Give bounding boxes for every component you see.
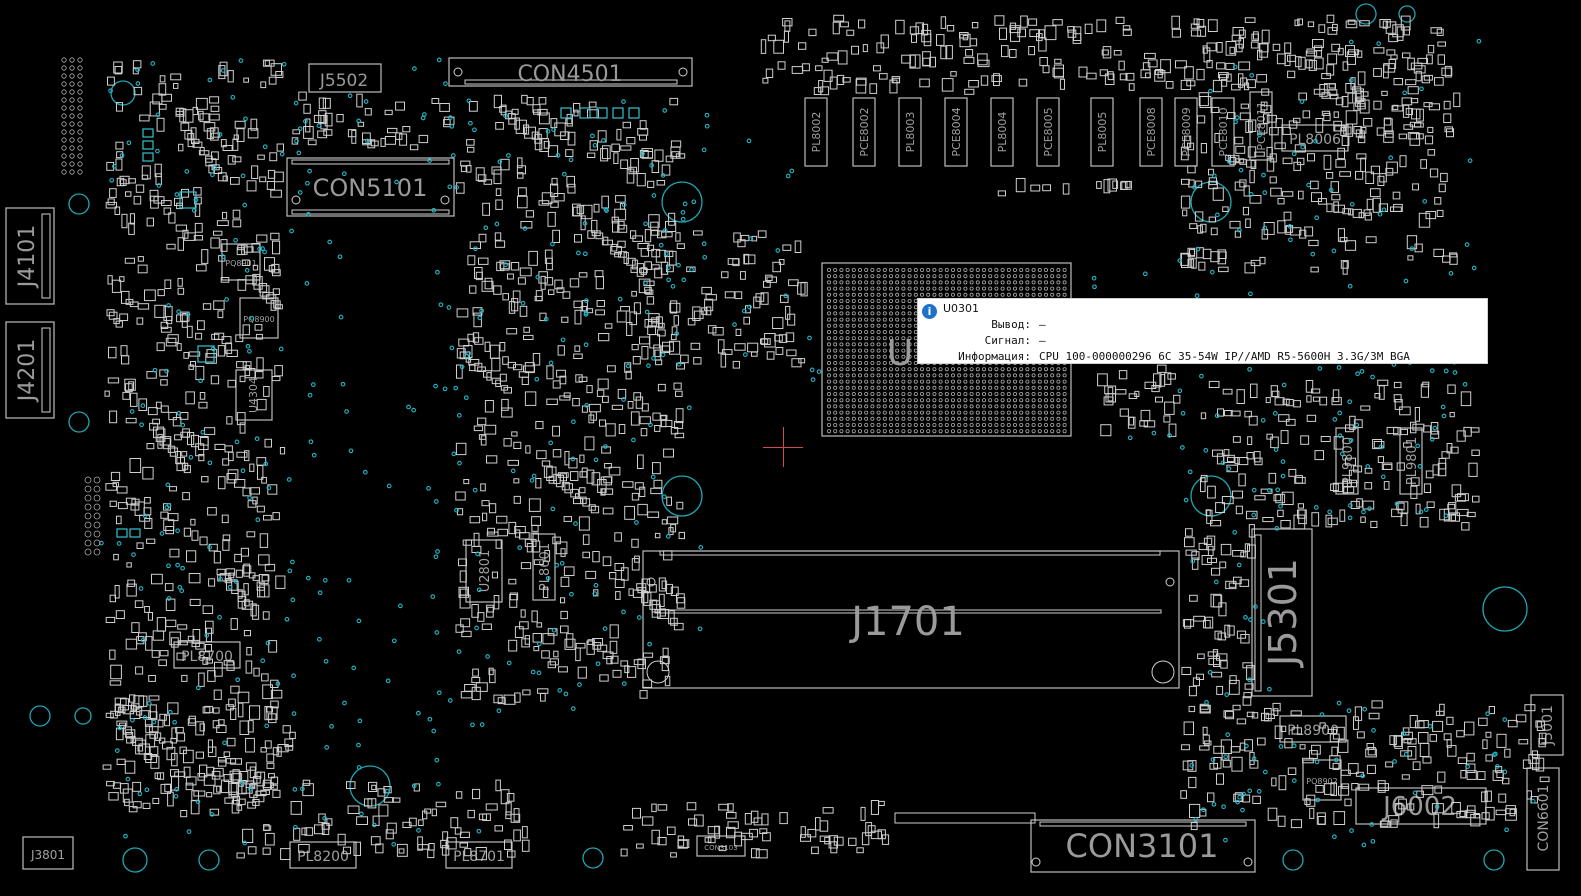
- tooltip-title: U0301: [943, 302, 980, 315]
- con6601-label: CON6601: [1536, 785, 1552, 852]
- j6002-label: J6002: [1381, 792, 1457, 822]
- highlighted-pads: [116, 107, 640, 538]
- component-con3103[interactable]: CON3103: [696, 835, 746, 857]
- pin-value: —: [1039, 318, 1046, 331]
- pl9801-label: PL9801: [1405, 437, 1420, 485]
- component-info-tooltip: i U0301 Вывод: — Сигнал: — Информация: CPU …: [917, 298, 1488, 364]
- component-pl8006[interactable]: PL8006: [1281, 124, 1349, 152]
- info-icon: i: [922, 304, 937, 319]
- vertical-part-label: PCE8008: [1145, 107, 1158, 156]
- j4101-label: J4101: [15, 225, 40, 289]
- con3101-label: CON3101: [1066, 827, 1219, 865]
- pq8900-label: PQ8900: [243, 315, 274, 324]
- component-pl8900[interactable]: PL8900: [1279, 715, 1347, 743]
- component-j1701[interactable]: J1701: [642, 550, 1180, 689]
- u0301-partial-label: U: [887, 333, 913, 374]
- signal-value: —: [1039, 334, 1046, 347]
- vias: [61, 38, 1536, 848]
- component-j6002[interactable]: J6002: [1355, 787, 1487, 825]
- j1701-label: J1701: [848, 599, 965, 645]
- info-value: CPU 100-000000296 6C 35-54W IP//AMD R5-5…: [1039, 350, 1410, 363]
- component-j5001[interactable]: J5001: [1530, 694, 1564, 756]
- component-con5101[interactable]: CON5101: [286, 157, 455, 217]
- pl8900-label: PL8900: [1287, 723, 1339, 739]
- u2801-label: U2801: [478, 550, 493, 593]
- top-vertical-parts: PL8002 PCE8002 PL8003 PCE8004 PL8004 PCE…: [804, 91, 1273, 167]
- cursor-crosshair-vertical: [783, 427, 784, 467]
- pl9800-label: PL9800: [1341, 437, 1356, 485]
- component-j4201[interactable]: J4201: [5, 321, 55, 419]
- vertical-part-label: PL8002: [810, 112, 823, 153]
- u4304-label: U4304: [247, 377, 260, 413]
- vertical-part-label: PCE8004: [950, 107, 963, 156]
- component-j5301[interactable]: J5301: [1251, 528, 1313, 697]
- pq8902-label: PQ8902: [1306, 777, 1337, 786]
- vertical-part-label: PCE8002: [858, 107, 871, 156]
- vertical-part-label: PCE8009: [1180, 107, 1193, 156]
- component-j4101[interactable]: J4101: [5, 207, 55, 305]
- component-pq8900[interactable]: PQ8900: [239, 297, 279, 339]
- component-j3801[interactable]: J3801: [22, 836, 74, 870]
- j5301-label: J5301: [1261, 558, 1305, 668]
- signal-label: Сигнал:: [984, 334, 1031, 347]
- vertical-part-label: PCE8005: [1042, 107, 1055, 156]
- component-con3101[interactable]: CON3101: [894, 812, 1256, 873]
- vertical-part-label: PL8005: [1096, 112, 1109, 153]
- pl8200-label: PL8200: [297, 849, 349, 865]
- component-pq8902[interactable]: PQ8902: [1302, 759, 1342, 801]
- component-con6601[interactable]: CON6601: [1526, 767, 1560, 871]
- con4501-label: CON4501: [517, 62, 622, 87]
- pq8901-label: PQ8901: [225, 259, 256, 268]
- tooltip-row-signal: Сигнал: —: [918, 334, 1487, 349]
- pl8701-label: PL8701: [453, 849, 505, 865]
- info-label: Информация:: [958, 350, 1031, 363]
- tooltip-row-pin: Вывод: —: [918, 318, 1487, 333]
- tooltip-row-info: Информация: CPU 100-000000296 6C 35-54W I…: [918, 350, 1487, 365]
- vertical-part-label: PCE8010: [1217, 107, 1230, 156]
- pin-label: Вывод:: [991, 318, 1031, 331]
- j5001-label: J5001: [1540, 705, 1556, 746]
- component-pl8200[interactable]: PL8200: [289, 841, 357, 869]
- vertical-part-label: PL8003: [904, 112, 917, 153]
- component-j5502[interactable]: J5502: [308, 63, 382, 93]
- vertical-part-label: PL8004: [996, 112, 1009, 153]
- smd-components: [102, 14, 1550, 861]
- j5502-label: J5502: [319, 71, 368, 91]
- con3103-label: CON3103: [704, 844, 737, 852]
- pl8700-label: PL8700: [181, 649, 233, 665]
- con5101-label: CON5101: [313, 174, 428, 202]
- j4201-label: J4201: [15, 339, 40, 403]
- component-con4501[interactable]: CON4501: [448, 57, 693, 87]
- j3801-label: J3801: [30, 848, 65, 862]
